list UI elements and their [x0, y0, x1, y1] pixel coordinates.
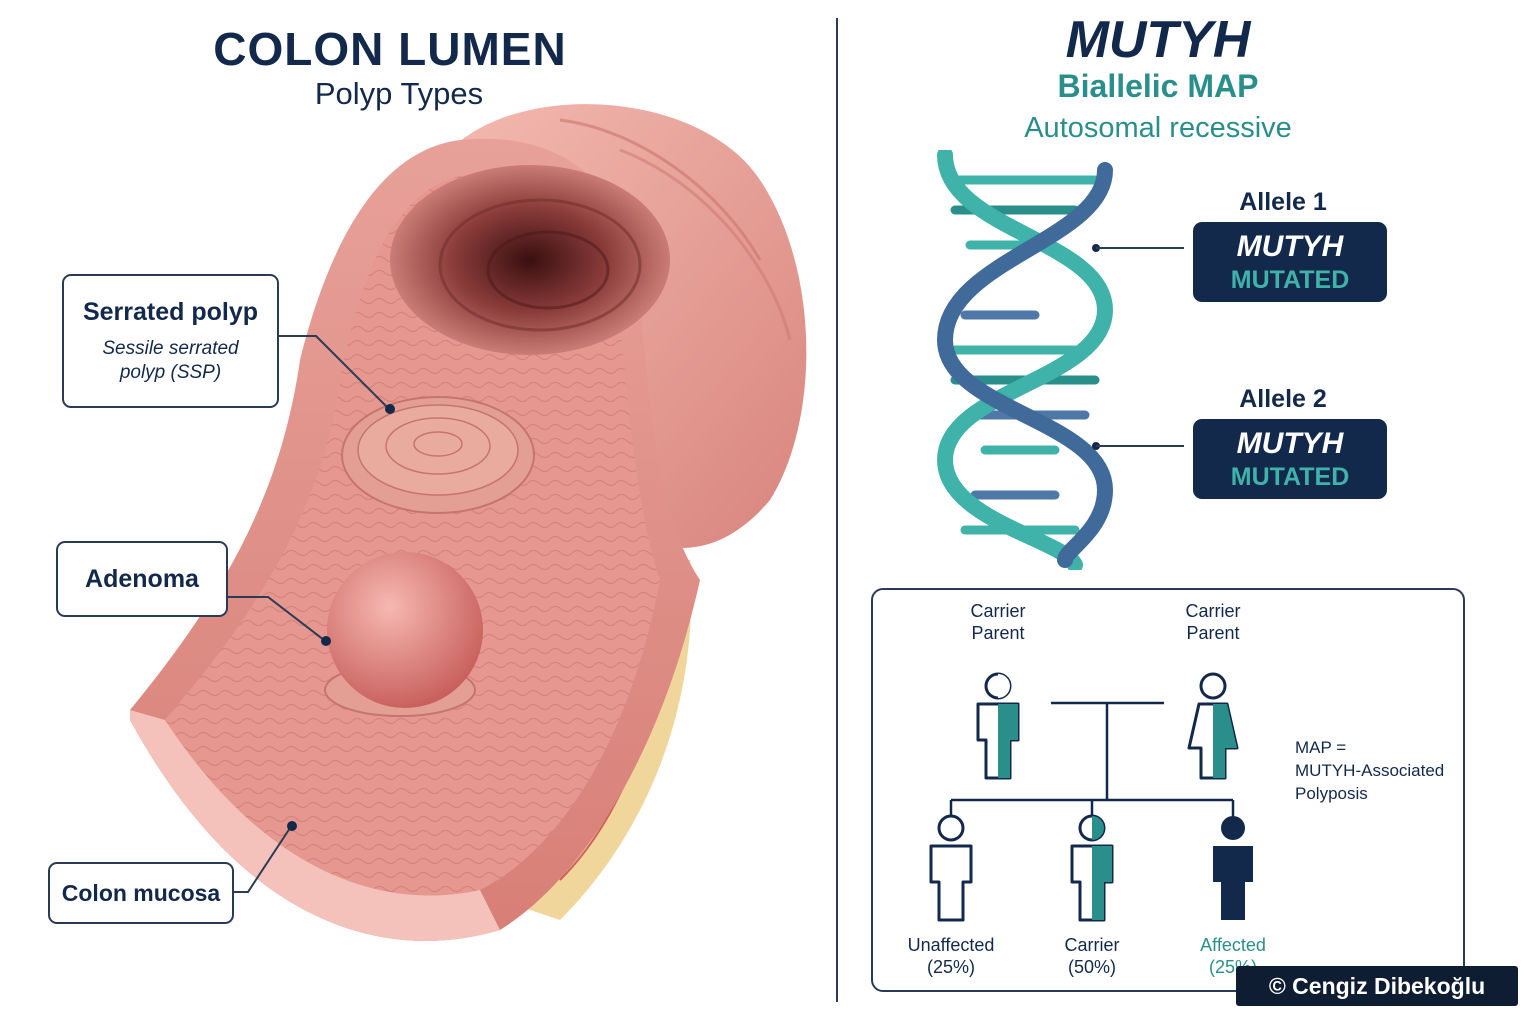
allele-1-box: MUTYH MUTATED	[1193, 222, 1387, 302]
colon-subtitle: Polyp Types	[314, 76, 484, 111]
allele-2-label: Allele 2	[1239, 385, 1327, 413]
mucosa-callout: Colon mucosa	[48, 862, 234, 924]
colon-illustration	[130, 104, 807, 941]
allele-connectors	[1092, 244, 1184, 450]
colon-title: COLON LUMEN	[213, 23, 567, 75]
map-note-line3: Polyposis	[1295, 784, 1368, 803]
condition-subtitle: Biallelic MAP	[1057, 68, 1259, 104]
parent-1-label: Carrier Parent	[948, 600, 1048, 644]
child-unaffected-person-icon	[929, 814, 973, 922]
parent-1-label-line1: Carrier	[970, 601, 1026, 621]
child-carrier-label: Carrier (50%)	[1032, 934, 1152, 978]
parent-1-person-icon	[976, 672, 1020, 780]
child-carrier-person-icon	[1070, 814, 1114, 922]
allele-2-box: MUTYH MUTATED	[1193, 419, 1387, 499]
gene-title: MUTYH	[1065, 11, 1251, 69]
allele-2-gene: MUTYH	[1236, 427, 1344, 460]
serrated-polyp	[341, 396, 535, 514]
allele-1-label: Allele 1	[1239, 188, 1327, 216]
map-note-line1: MAP =	[1295, 738, 1347, 757]
pedigree-chart	[929, 672, 1253, 922]
serrated-polyp-detail-2: polyp (SSP)	[119, 362, 222, 383]
parent-1-label-line2: Parent	[971, 623, 1025, 643]
child-affected-person-icon	[1213, 816, 1253, 920]
adenoma-title: Adenoma	[85, 565, 199, 593]
panel-divider	[836, 18, 838, 1002]
map-definition-note: MAP = MUTYH-Associated Polyposis	[1295, 736, 1460, 805]
adenoma-callout: Adenoma	[56, 541, 228, 617]
parent-2-label-line2: Parent	[1186, 623, 1240, 643]
child-affected-label-line1: Affected	[1200, 935, 1266, 955]
mucosa-title: Colon mucosa	[61, 880, 221, 906]
map-note-line2: MUTYH-Associated	[1295, 761, 1445, 780]
adenoma-polyp	[324, 552, 483, 717]
allele-1-gene: MUTYH	[1236, 230, 1344, 263]
serrated-polyp-title: Serrated polyp	[82, 298, 259, 326]
child-unaffected-label-line1: Unaffected	[907, 935, 995, 955]
parent-2-label: Carrier Parent	[1163, 600, 1263, 644]
child-unaffected-label: Unaffected (25%)	[891, 934, 1011, 978]
dna-helix-icon	[936, 150, 1114, 570]
child-carrier-label-line2: (50%)	[1067, 957, 1116, 977]
parent-2-person-icon	[1187, 672, 1239, 780]
child-unaffected-label-line2: (25%)	[926, 957, 975, 977]
serrated-polyp-detail-1: Sessile serrated	[102, 338, 239, 359]
pedigree-panel	[871, 588, 1465, 992]
copyright-badge: © Cengiz Dibekoğlu	[1236, 966, 1518, 1006]
inheritance-mode: Autosomal recessive	[1024, 112, 1292, 144]
child-carrier-label-line1: Carrier	[1064, 935, 1120, 955]
parent-2-label-line1: Carrier	[1185, 601, 1241, 621]
serrated-polyp-callout: Serrated polyp Sessile serrated polyp (S…	[62, 274, 279, 408]
allele-1-status: MUTATED	[1230, 266, 1350, 294]
allele-2-status: MUTATED	[1230, 463, 1350, 491]
